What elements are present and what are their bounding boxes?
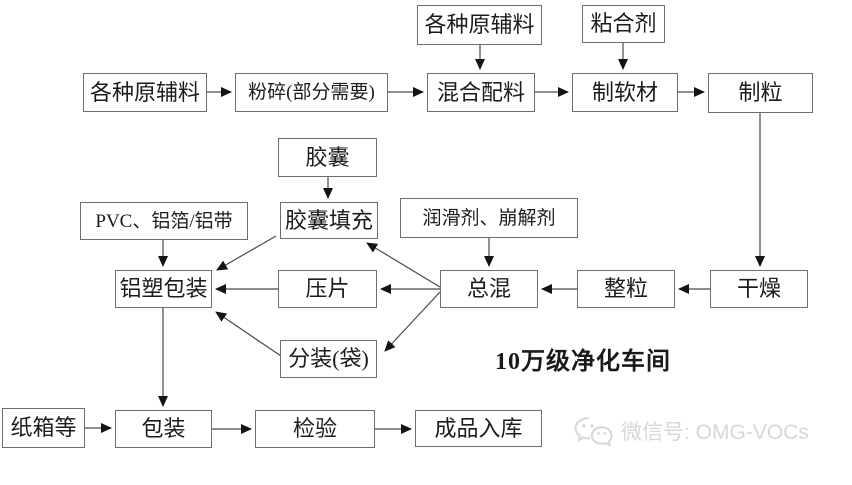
arrow-finalmix-to-bagging	[384, 291, 441, 352]
node-lubricant-disintegrant: 润滑剂、崩解剂	[400, 198, 578, 238]
wechat-icon	[574, 417, 613, 446]
node-capsule-filling: 胶囊填充	[280, 202, 378, 239]
node-final-mixing: 总混	[440, 270, 538, 308]
watermark: 微信号: OMG-VOCs	[573, 416, 809, 446]
node-adhesive: 粘合剂	[582, 5, 665, 43]
node-carton: 纸箱等	[2, 408, 85, 448]
node-pvc-foil: PVC、铝箔/铝带	[80, 202, 248, 240]
node-tablet-pressing: 压片	[278, 270, 377, 308]
node-crushing: 粉碎(部分需要)	[235, 73, 388, 112]
node-inspection: 检验	[255, 410, 375, 448]
node-mixing: 混合配料	[427, 73, 535, 112]
node-packing: 包装	[115, 410, 212, 448]
node-soft-material: 制软材	[572, 73, 678, 112]
node-drying: 干燥	[710, 270, 808, 308]
arrow-filling-to-aluplastic	[216, 235, 277, 271]
node-warehousing: 成品入库	[415, 410, 542, 447]
watermark-text: 微信号: OMG-VOCs	[621, 421, 809, 444]
node-raw-materials-left: 各种原辅料	[83, 73, 207, 112]
node-alu-plastic-packaging: 铝塑包装	[115, 270, 212, 308]
node-bag-packaging: 分装(袋)	[280, 340, 377, 378]
arrow-bagging-to-aluplastic	[215, 311, 282, 357]
arrow-finalmix-to-filling	[366, 242, 441, 288]
node-capsule: 胶囊	[278, 138, 377, 177]
node-raw-materials-top: 各种原辅料	[417, 5, 542, 45]
node-granulation: 制粒	[708, 73, 813, 113]
node-granule-sizing: 整粒	[577, 270, 675, 308]
clean-room-label: 10万级净化车间	[495, 349, 671, 375]
